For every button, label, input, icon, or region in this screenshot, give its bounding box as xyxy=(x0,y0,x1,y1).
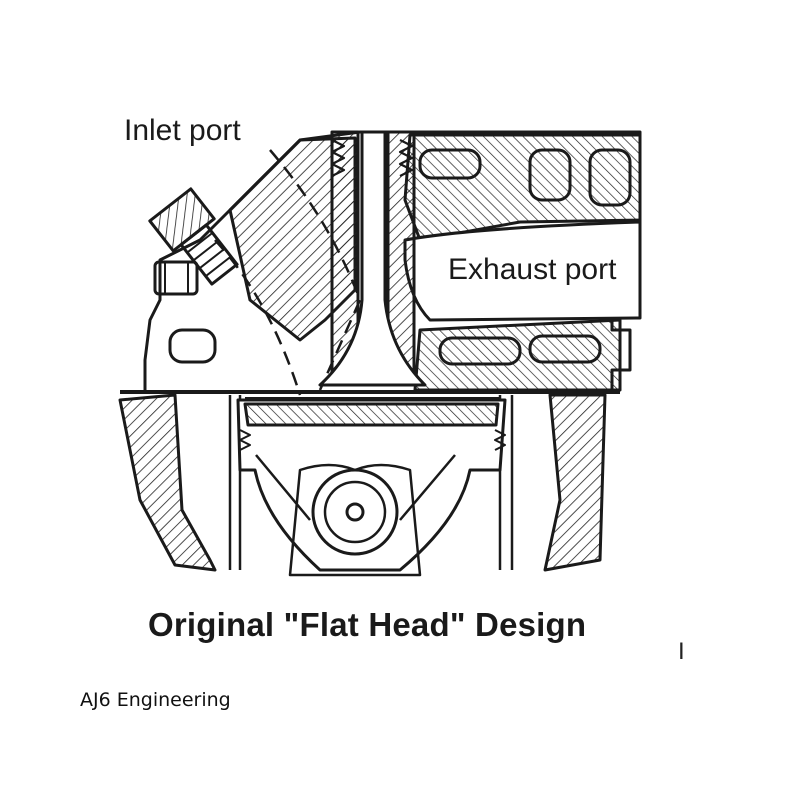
inlet-port-label: Inlet port xyxy=(124,114,241,147)
cylinder-block-right xyxy=(543,393,607,572)
spark-plug xyxy=(148,187,239,286)
exhaust-port-label: Exhaust port xyxy=(448,253,617,286)
valve xyxy=(318,130,427,387)
piston xyxy=(236,398,507,572)
diagram-caption: Original "Flat Head" Design xyxy=(148,606,587,643)
cylinder-block-left xyxy=(118,393,217,572)
piston-rings xyxy=(239,429,506,451)
gudgeon-pin xyxy=(345,502,365,522)
credit-text: AJ6 Engineering xyxy=(80,689,231,711)
piston-crown xyxy=(243,402,500,427)
valve-spring-right xyxy=(398,139,414,177)
stray-text-mark: I xyxy=(678,638,685,665)
head-bolt xyxy=(153,260,199,296)
connecting-rod xyxy=(288,463,422,577)
valve-spring-left xyxy=(330,139,346,177)
coolant-passage xyxy=(168,328,217,364)
exhaust-port-wall-bottom xyxy=(413,318,622,392)
valve-guide-left xyxy=(330,130,360,374)
